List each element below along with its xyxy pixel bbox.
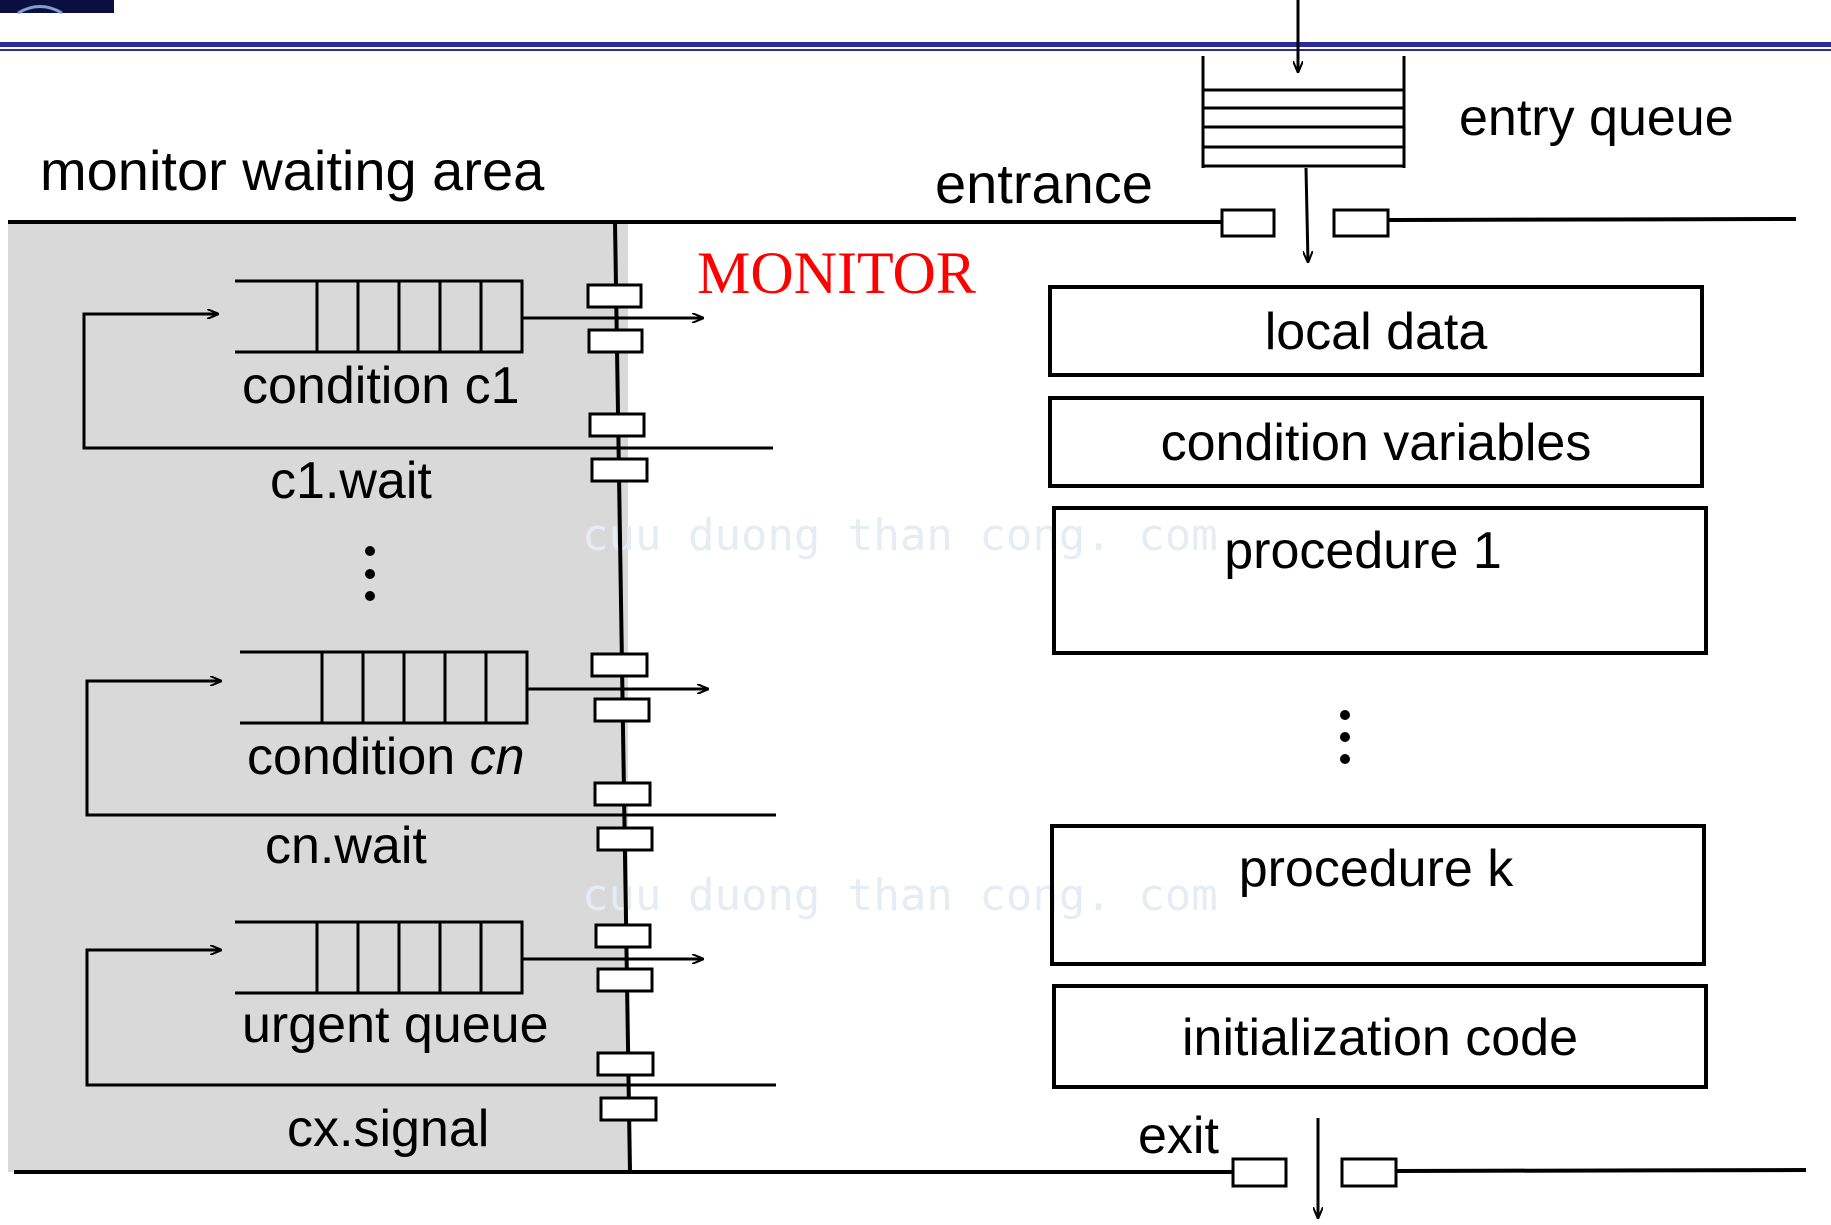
condition-variables-box [1048,396,1704,488]
local-data-label: local data [1265,303,1488,361]
gate [593,697,651,723]
exit-gate [1340,1157,1398,1188]
watermark: cuu duong than cong. com [582,510,1218,561]
gate [596,1051,655,1077]
procedure-k-box [1050,824,1706,966]
gate [587,328,644,354]
initialization-code-label: initialization code [1182,1009,1578,1067]
top-boundary-line [1387,217,1797,222]
condition-c1-label: condition c1 [242,357,520,415]
exit-label: exit [1138,1107,1219,1165]
header-rule [0,42,1831,51]
gate [593,781,652,807]
entrance-gate [1332,208,1390,238]
c1-wait-label: c1.wait [270,452,432,510]
watermark: cuu duong than cong. com [582,870,1218,921]
urgent-queue-label: urgent queue [242,996,549,1054]
entry-queue [1201,0,1406,262]
gate [599,1096,658,1122]
gate [596,826,654,852]
urgent-queue [85,920,776,1087]
cx-signal-label: cx.signal [287,1100,489,1158]
procedure-k-label: procedure k [1239,840,1515,898]
monitor-title: MONITOR [697,240,976,306]
entry-queue-label: entry queue [1459,89,1734,147]
gate [590,457,649,483]
gate [594,923,652,949]
gate [588,412,646,438]
local-data-box [1048,285,1704,377]
initialization-code-box [1052,984,1708,1089]
ellipsis-icon [1340,710,1350,764]
bottom-boundary-line [1395,1168,1807,1173]
condition-cn-queue [85,650,776,817]
gate [596,967,654,993]
condition-c1-queue [82,279,773,450]
procedure-1-box [1052,506,1708,655]
logo-icon [0,0,114,15]
entrance-label: entrance [935,152,1153,215]
gate [586,283,643,309]
exit-gate [1231,1157,1288,1188]
waiting-area-label: monitor waiting area [40,139,545,202]
cn-wait-label: cn.wait [265,817,427,875]
waiting-area-panel [8,222,628,1172]
condition-variables-label: condition variables [1161,414,1592,472]
procedure-1-label: procedure 1 [1224,522,1502,580]
entrance-gate [1220,208,1276,238]
gate [590,652,649,678]
ellipsis-icon [365,546,375,601]
monitor-boundary-line [613,221,632,1173]
condition-cn-label: condition cn [247,728,525,786]
